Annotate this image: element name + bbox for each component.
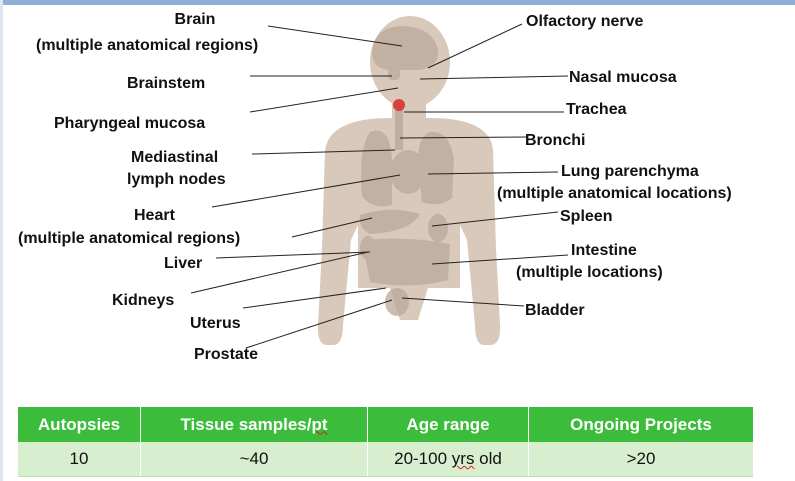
label-uterus: Uterus	[190, 314, 241, 334]
kidney-shape	[360, 236, 376, 260]
header-ongoing-projects: Ongoing Projects	[529, 407, 754, 442]
label-brain-sub: (multiple anatomical regions)	[36, 36, 258, 56]
label-heart-sub: (multiple anatomical regions)	[18, 229, 240, 249]
label-mediastinal: Mediastinal	[131, 148, 218, 168]
value-yrs-text: yrs	[452, 449, 475, 468]
trachea-shape	[395, 110, 403, 150]
value-age-range: 20-100 yrs old	[368, 442, 529, 477]
header-pt-text: pt	[312, 415, 328, 434]
value-tissue-samples: ~40	[141, 442, 368, 477]
trachea-marker	[393, 99, 405, 111]
label-pharyngeal-mucosa: Pharyngeal mucosa	[54, 114, 205, 134]
label-liver: Liver	[164, 254, 202, 274]
label-prostate: Prostate	[194, 345, 258, 365]
value-ongoing-projects: >20	[529, 442, 754, 477]
brainstem-shape	[388, 68, 400, 80]
left-lung-shape	[361, 131, 392, 207]
label-spleen: Spleen	[560, 207, 612, 227]
header-tissue-samples-text: Tissue samples/	[180, 415, 311, 434]
value-old-text: old	[474, 449, 501, 468]
stats-header-row: Autopsies Tissue samples/pt Age range On…	[18, 407, 753, 442]
spleen-shape	[428, 214, 448, 242]
label-intestine: Intestine	[571, 241, 637, 261]
value-autopsies: 10	[18, 442, 141, 477]
label-lymph-nodes: lymph nodes	[127, 170, 226, 190]
header-age-range: Age range	[368, 407, 529, 442]
label-trachea: Trachea	[566, 100, 626, 120]
stats-table: Autopsies Tissue samples/pt Age range On…	[18, 407, 753, 477]
label-kidneys: Kidneys	[112, 291, 174, 311]
label-lung-parenchyma: Lung parenchyma	[561, 162, 699, 182]
label-lung-sub: (multiple anatomical locations)	[497, 184, 732, 204]
label-intestine-sub: (multiple locations)	[516, 263, 663, 283]
header-autopsies: Autopsies	[18, 407, 141, 442]
label-nasal-mucosa: Nasal mucosa	[569, 68, 677, 88]
value-age-range-text: 20-100	[394, 449, 452, 468]
label-bronchi: Bronchi	[525, 131, 585, 151]
header-tissue-samples: Tissue samples/pt	[141, 407, 368, 442]
label-olfactory-nerve: Olfactory nerve	[526, 12, 643, 32]
label-heart: Heart	[134, 206, 175, 226]
stats-value-row: 10 ~40 20-100 yrs old >20	[18, 442, 753, 477]
label-brainstem: Brainstem	[127, 74, 205, 94]
label-brain: Brain	[150, 10, 240, 30]
bladder-shape	[385, 288, 409, 316]
heart-shape	[390, 150, 426, 194]
label-bladder: Bladder	[525, 301, 585, 321]
